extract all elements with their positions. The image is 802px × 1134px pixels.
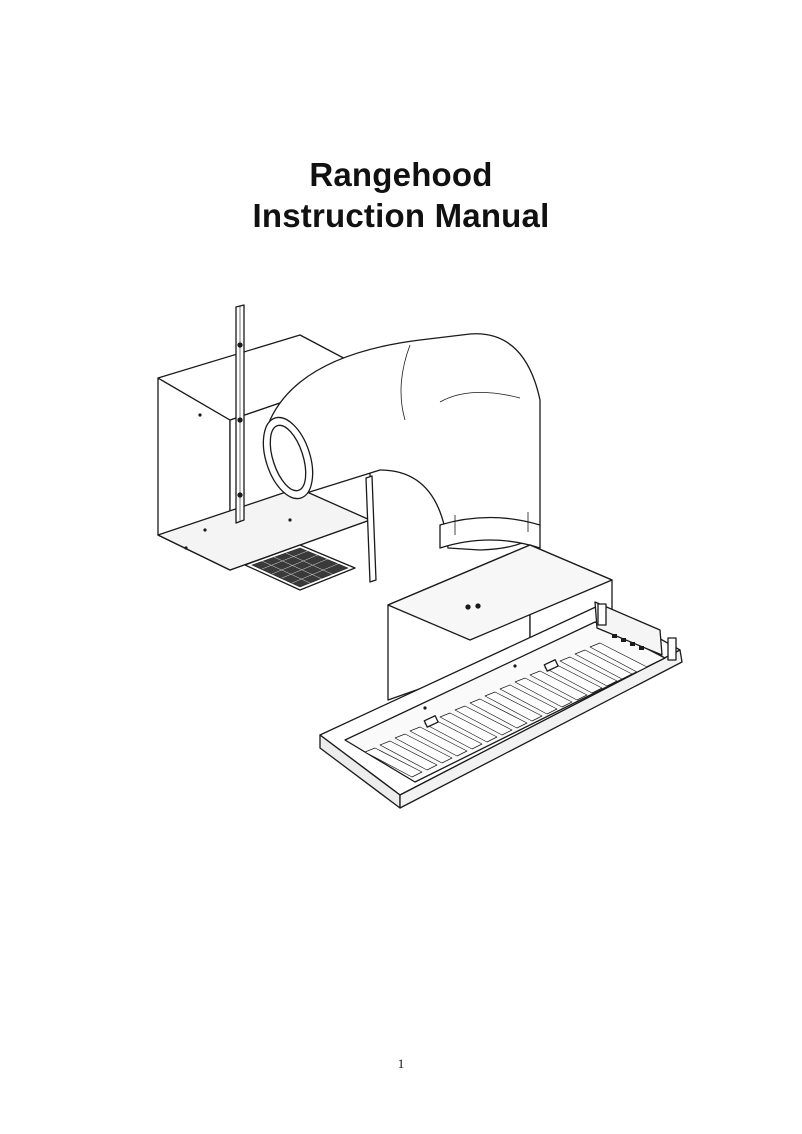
duct-pipe: [262, 333, 541, 551]
page-number: 1: [397, 1056, 405, 1071]
document-subtitle: Instruction Manual: [252, 197, 550, 234]
rangehood-illustration: [157, 304, 683, 809]
document-title: Rangehood: [309, 156, 493, 193]
rangehood-body: [319, 544, 683, 809]
